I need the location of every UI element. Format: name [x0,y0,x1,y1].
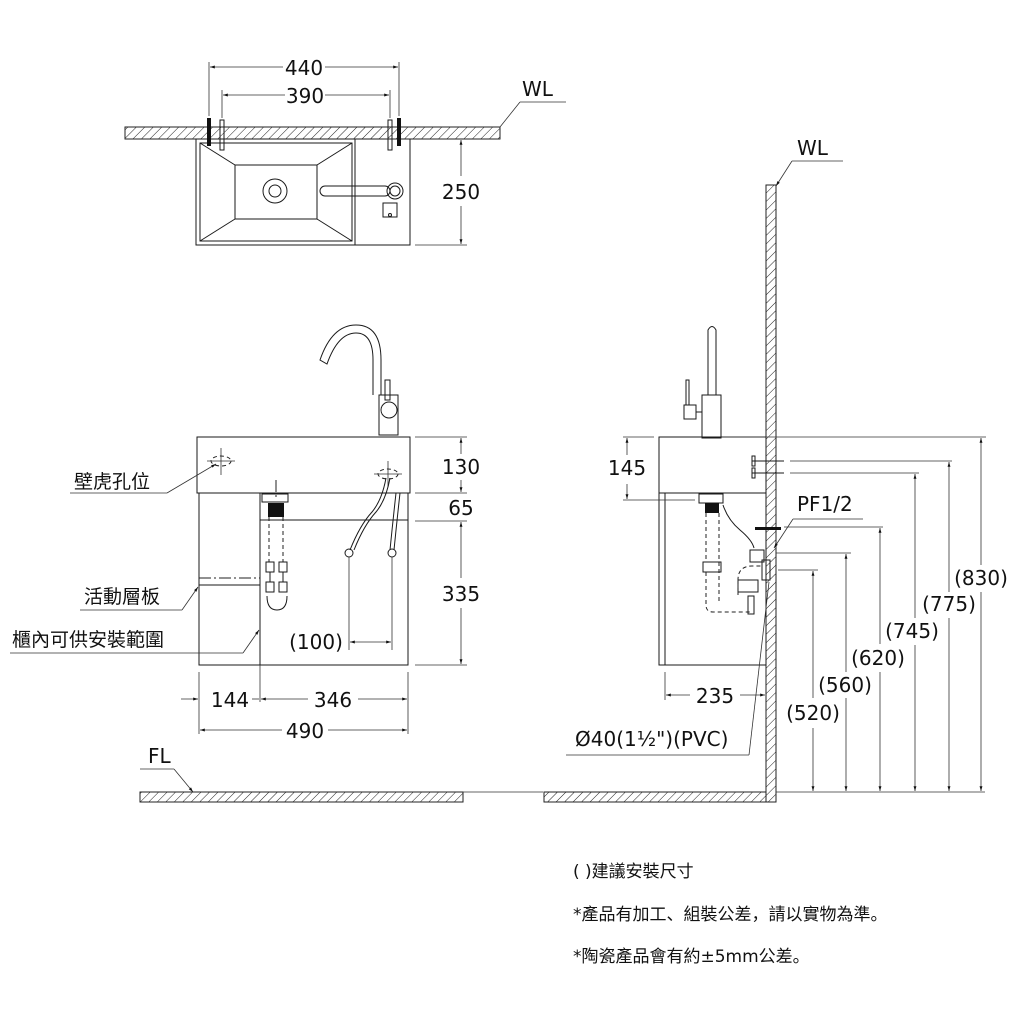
drain-circle-top [262,178,288,204]
dim-250: 250 [442,180,480,204]
wall-hatch-side [765,184,777,803]
basin-front [196,436,411,494]
dim-335: 335 [442,582,480,606]
wall-hatch-top [124,126,501,140]
notes: ( )建議安裝尺寸 *產品有加工、組裝公差，請以實物為準。 *陶瓷產品會有約±5… [573,862,888,967]
wl-label-side: WL [797,136,829,160]
dim-390: 390 [286,84,324,108]
basin-outline-top [195,138,411,246]
dim-440: 440 [285,56,323,80]
dim-346: 346 [314,688,352,712]
label-anchor-holes: 壁虎孔位 [74,471,150,493]
side-view: WL 145 [543,136,1008,803]
dim-65: 65 [448,496,473,520]
dim-100: (100) [289,630,343,654]
floor-hatch-side [543,791,767,803]
label-install-range: 櫃內可供安裝範圍 [12,629,164,651]
front-view: (100) 壁虎孔位 活動層板 櫃內可供安裝範圍 130 65 335 144 … [10,324,543,803]
label-adjustable-shelf: 活動層板 [84,586,160,608]
dim-560: (560) [818,673,872,697]
dim-520: (520) [786,701,840,725]
cabinet-side [658,492,767,666]
anchor-hole-left [207,448,235,475]
faucet-front [319,324,382,395]
dim-620: (620) [851,646,905,670]
dim-144: 144 [211,688,249,712]
dim-830: (830) [954,566,1008,590]
dim-745: (745) [885,619,939,643]
wl-label-top: WL [522,77,554,101]
faucet-side [707,326,717,395]
dim-130: 130 [442,455,480,479]
note-tolerance: *產品有加工、組裝公差，請以實物為準。 [573,905,888,925]
note-ceramic: *陶瓷產品會有約±5mm公差。 [573,947,810,967]
floor-hatch-front [139,791,464,803]
faucet-top [386,182,404,200]
dim-775: (775) [922,592,976,616]
dim-145: 145 [608,456,646,480]
label-pf-thread: PF1/2 [797,492,853,516]
cabinet-front [198,492,409,666]
fl-label: FL [148,744,172,768]
top-view: WL 440 390 250 [124,56,566,246]
basin-side [658,436,767,494]
dim-490: 490 [286,719,324,743]
label-drain-pipe: Ø40(1½")(PVC) [575,727,728,751]
anchor-left-top [207,118,211,146]
dim-235: 235 [696,684,734,708]
anchor-hole-right [374,461,402,487]
anchor-right-top [397,118,401,146]
note-recommended: ( )建議安裝尺寸 [573,862,694,882]
